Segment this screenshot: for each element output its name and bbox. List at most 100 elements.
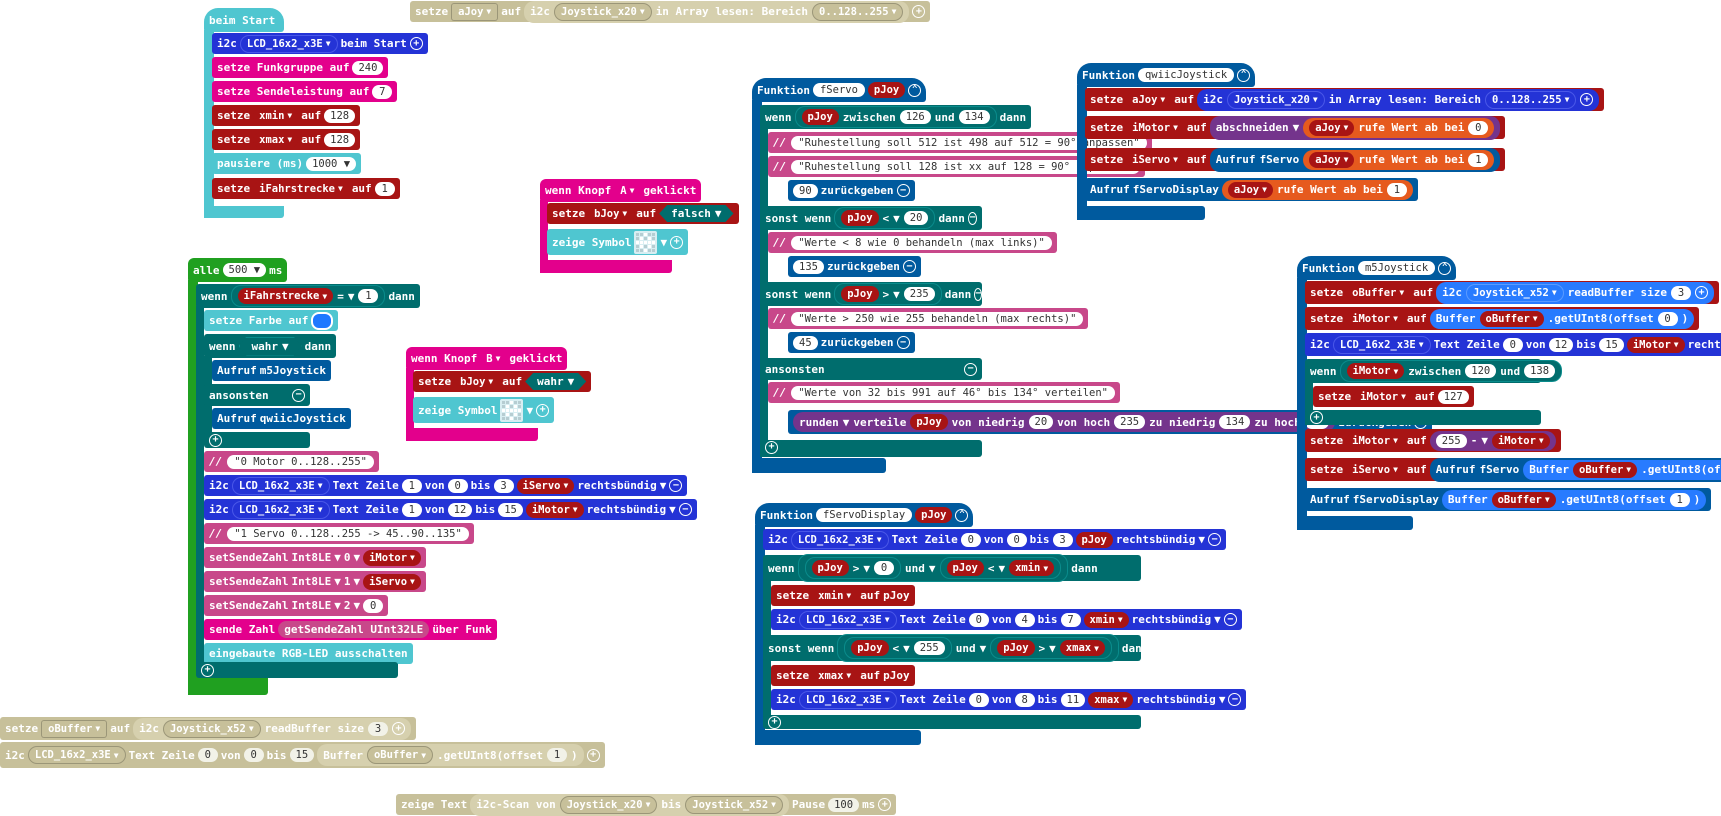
dropdown[interactable]: LCD_16x2_x3E▼: [798, 610, 897, 629]
dropdown[interactable]: aJoy▼: [1126, 91, 1172, 108]
reporter-block[interactable]: pJoy>▼xmax▼: [990, 637, 1112, 659]
led-cell[interactable]: [652, 232, 656, 236]
text-input[interactable]: qwiicJoystick: [1137, 68, 1235, 82]
led-grid-icon[interactable]: [634, 230, 658, 254]
dropdown[interactable]: bJoy▼: [454, 373, 500, 390]
number-input[interactable]: 0: [874, 561, 895, 575]
dropdown[interactable]: iMotor▼: [1126, 119, 1184, 136]
number-input[interactable]: 45: [793, 335, 818, 350]
reporter-block[interactable]: iFahrstrecke▼=▼1: [230, 285, 386, 307]
dropdown[interactable]: xmax▼: [253, 131, 299, 148]
led-cell[interactable]: [644, 244, 648, 248]
add-icon[interactable]: +: [536, 403, 550, 417]
add-icon[interactable]: +: [768, 715, 781, 729]
number-input[interactable]: 500 ▼: [222, 263, 267, 277]
number-input[interactable]: 8: [1014, 692, 1035, 707]
dropdown[interactable]: pJoy: [946, 560, 984, 576]
minus-icon[interactable]: −: [1207, 533, 1221, 546]
reporter-block[interactable]: pJoy<▼xmin▼: [939, 557, 1062, 579]
number-input[interactable]: 1: [374, 181, 395, 196]
led-cell[interactable]: [510, 416, 514, 420]
minus-icon[interactable]: −: [896, 336, 910, 349]
led-grid-icon[interactable]: [500, 398, 524, 422]
add-icon[interactable]: +: [409, 37, 423, 50]
led-cell[interactable]: [502, 416, 506, 420]
dropdown[interactable]: pJoy: [841, 286, 879, 302]
minus-icon[interactable]: −: [1223, 613, 1237, 626]
dropdown[interactable]: bJoy▼: [588, 205, 634, 222]
number-input[interactable]: 1: [1386, 182, 1407, 197]
led-cell[interactable]: [518, 400, 522, 404]
number-input[interactable]: 1: [401, 478, 422, 493]
led-cell[interactable]: [502, 408, 506, 412]
led-cell[interactable]: [652, 236, 656, 240]
var-dropdown[interactable]: aJoy▼: [451, 2, 499, 21]
color-swatch[interactable]: [311, 311, 334, 330]
dropdown[interactable]: pJoy: [867, 82, 906, 98]
led-cell[interactable]: [644, 236, 648, 240]
led-cell[interactable]: [514, 408, 518, 412]
dropdown[interactable]: xmin▼: [1009, 560, 1055, 576]
led-cell[interactable]: [502, 404, 506, 408]
collapse-icon[interactable]: ⌃: [1438, 261, 1452, 275]
minus-icon[interactable]: −: [678, 503, 692, 516]
dropdown[interactable]: iMotor▼: [525, 501, 584, 518]
add-icon[interactable]: +: [670, 235, 684, 249]
comment-motor[interactable]: //"0 Motor 0..128..255": [204, 451, 380, 472]
dropdown[interactable]: oBuffer▼: [1491, 491, 1556, 508]
add-icon[interactable]: +: [765, 440, 778, 454]
led-cell[interactable]: [648, 232, 652, 236]
number-input[interactable]: 90: [793, 183, 818, 198]
led-cell[interactable]: [644, 240, 648, 244]
led-cell[interactable]: [518, 416, 522, 420]
number-input[interactable]: 3: [368, 721, 388, 736]
dropdown[interactable]: iMotor▼: [1346, 432, 1404, 449]
led-cell[interactable]: [648, 236, 652, 240]
minus-icon[interactable]: −: [964, 362, 977, 376]
number-input[interactable]: 1: [547, 748, 568, 762]
led-cell[interactable]: [514, 412, 518, 416]
zeige-symbol-b[interactable]: zeige Symbol▼+: [413, 397, 555, 423]
led-cell[interactable]: [514, 400, 518, 404]
led-cell[interactable]: [506, 404, 510, 408]
number-input[interactable]: 0: [1657, 311, 1678, 326]
dropdown[interactable]: xmax▼: [812, 667, 858, 684]
dropdown[interactable]: oBuffer▼: [41, 719, 108, 738]
minus-icon[interactable]: −: [974, 287, 983, 301]
minus-icon[interactable]: −: [1151, 641, 1160, 655]
number-input[interactable]: 4: [1014, 612, 1035, 627]
number-input[interactable]: 15: [1599, 337, 1624, 352]
number-input[interactable]: 20: [1028, 415, 1054, 429]
led-cell[interactable]: [644, 248, 648, 252]
collapse-icon[interactable]: ⌃: [955, 508, 969, 522]
number-input[interactable]: 0: [968, 612, 989, 627]
led-cell[interactable]: [518, 408, 522, 412]
led-cell[interactable]: [652, 240, 656, 244]
text-input[interactable]: fServoDisplay: [815, 508, 913, 522]
dropdown[interactable]: LCD_16x2_x3E▼: [239, 34, 338, 53]
